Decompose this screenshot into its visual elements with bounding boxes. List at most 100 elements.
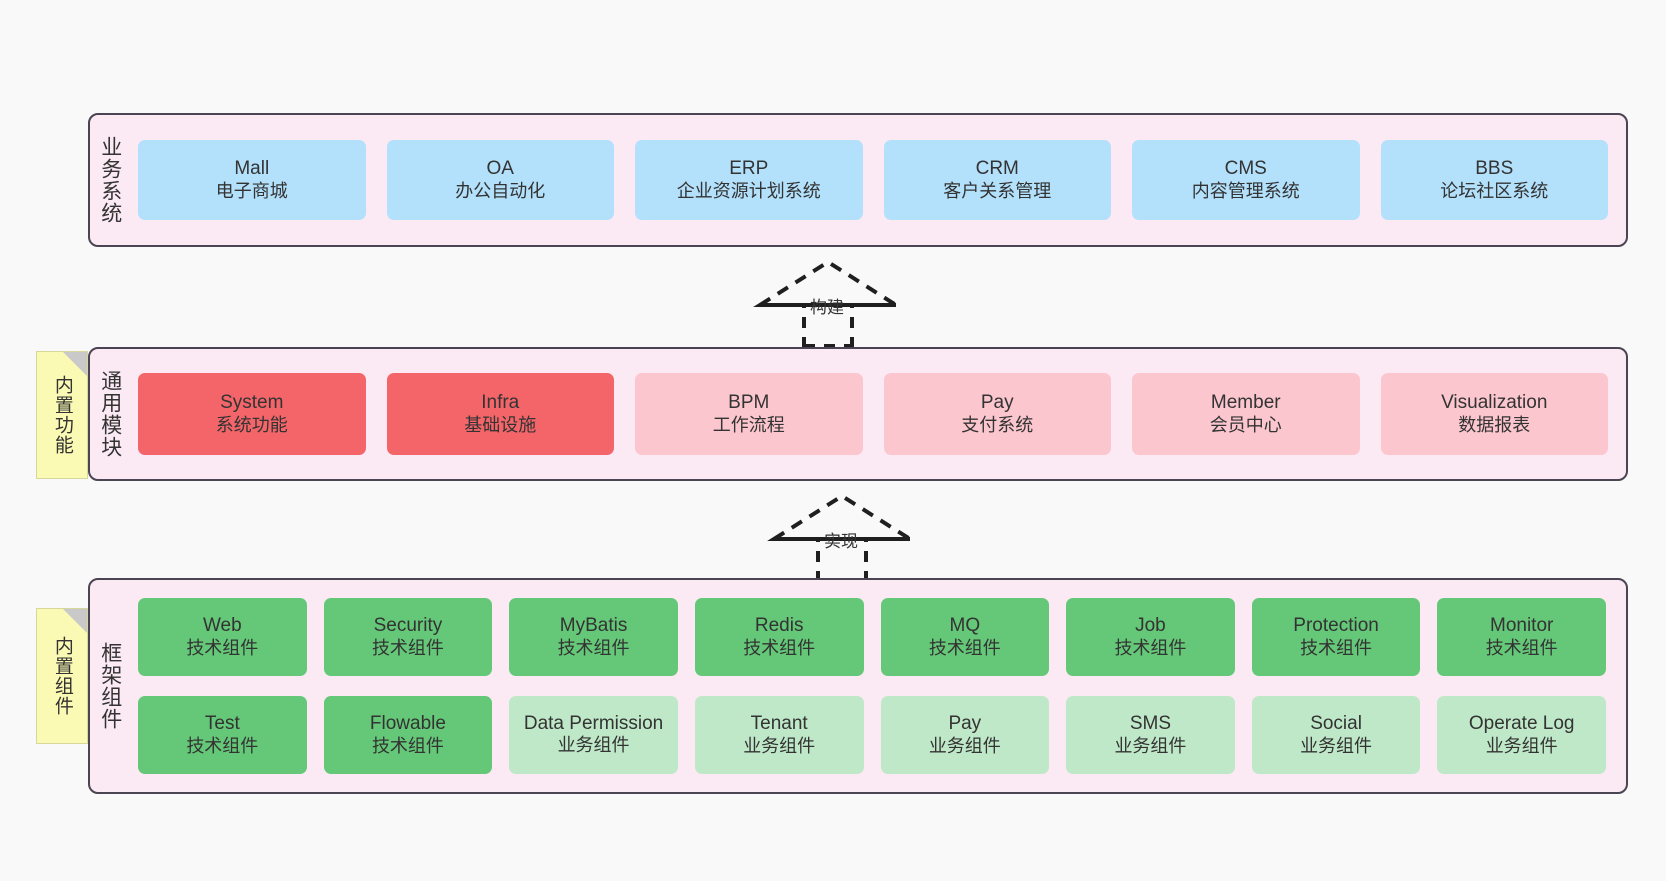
card-title: Visualization (1441, 392, 1548, 414)
card-job[interactable]: Job 技术组件 (1066, 598, 1235, 676)
card-title: BPM (728, 392, 770, 414)
note-fold-corner-icon (63, 352, 87, 376)
card-erp[interactable]: ERP 企业资源计划系统 (635, 140, 863, 220)
layer-title-framework-components: 框架组件 (98, 642, 122, 730)
card-title: CMS (1224, 158, 1267, 180)
note-label: 内置组件 (51, 636, 73, 716)
card-title: Test (204, 713, 240, 735)
card-security[interactable]: Security 技术组件 (323, 598, 493, 676)
card-title: BBS (1475, 158, 1514, 180)
connector-build-label: 构建 (810, 298, 844, 317)
card-oa[interactable]: OA 办公自动化 (386, 140, 614, 220)
card-subtitle: 支付系统 (961, 414, 1034, 435)
card-title: MQ (949, 615, 981, 637)
card-title: Pay (948, 713, 982, 735)
card-title: Flowable (369, 713, 446, 735)
card-crm[interactable]: CRM 客户关系管理 (883, 140, 1111, 220)
card-subtitle: 业务组件 (743, 735, 816, 756)
card-social[interactable]: Social 业务组件 (1251, 696, 1421, 774)
card-bpm[interactable]: BPM 工作流程 (635, 373, 863, 455)
card-subtitle: 技术组件 (371, 637, 444, 658)
card-web[interactable]: Web 技术组件 (138, 598, 307, 676)
card-title: Security (373, 615, 443, 637)
card-subtitle: 业务组件 (557, 734, 630, 755)
card-subtitle: 会员中心 (1209, 414, 1282, 435)
card-subtitle: 技术组件 (743, 637, 816, 658)
card-row: Mall 电子商城 OA 办公自动化 ERP 企业资源计划系统 CRM 客户关系… (138, 140, 1608, 220)
card-row: Test 技术组件 Flowable 技术组件 Data Permission … (138, 696, 1606, 774)
card-row: Web 技术组件 Security 技术组件 MyBatis 技术组件 Redi… (138, 598, 1606, 676)
layer-title-business-system: 业务系统 (98, 136, 122, 224)
card-title: Infra (481, 392, 520, 414)
card-pay-module[interactable]: Pay 支付系统 (883, 373, 1111, 455)
card-member[interactable]: Member 会员中心 (1132, 373, 1360, 455)
card-title: Data Permission (523, 713, 664, 735)
card-mybatis[interactable]: MyBatis 技术组件 (509, 598, 678, 676)
card-title: Member (1210, 392, 1281, 414)
card-subtitle: 基础设施 (464, 414, 537, 435)
connector-implement: 实现 (766, 492, 926, 582)
card-subtitle: 客户关系管理 (943, 180, 1052, 201)
card-title: System (220, 392, 284, 414)
card-subtitle: 工作流程 (712, 414, 785, 435)
card-subtitle: 技术组件 (1485, 637, 1558, 658)
card-title: Mall (234, 158, 270, 180)
card-subtitle: 内容管理系统 (1191, 180, 1300, 201)
card-subtitle: 论坛社区系统 (1440, 180, 1549, 201)
card-subtitle: 技术组件 (1300, 637, 1373, 658)
card-pay-component[interactable]: Pay 业务组件 (880, 696, 1050, 774)
card-test[interactable]: Test 技术组件 (138, 696, 307, 774)
card-subtitle: 技术组件 (186, 637, 259, 658)
card-subtitle: 技术组件 (1114, 637, 1187, 658)
card-subtitle: 业务组件 (1114, 735, 1187, 756)
layer-common-modules: 通用模块 System 系统功能 Infra 基础设施 BPM 工作流程 Pay… (88, 347, 1628, 481)
connector-build: 构建 (752, 258, 912, 348)
card-subtitle: 办公自动化 (455, 180, 546, 201)
card-title: CRM (975, 158, 1019, 180)
card-sms[interactable]: SMS 业务组件 (1066, 696, 1235, 774)
generalization-arrow-icon (753, 259, 903, 348)
card-bbs[interactable]: BBS 论坛社区系统 (1380, 140, 1608, 220)
card-mq[interactable]: MQ 技术组件 (880, 598, 1050, 676)
card-system[interactable]: System 系统功能 (138, 373, 366, 455)
card-subtitle: 技术组件 (928, 637, 1001, 658)
card-protection[interactable]: Protection 技术组件 (1251, 598, 1421, 676)
card-cms[interactable]: CMS 内容管理系统 (1132, 140, 1360, 220)
card-subtitle: 电子商城 (215, 180, 288, 201)
layer-framework-components: 框架组件 Web 技术组件 Security 技术组件 MyBatis 技术组件… (88, 578, 1628, 794)
layer-body-business-system: Mall 电子商城 OA 办公自动化 ERP 企业资源计划系统 CRM 客户关系… (130, 115, 1626, 245)
card-subtitle: 企业资源计划系统 (676, 180, 821, 201)
card-title: OA (486, 158, 514, 180)
card-subtitle: 数据报表 (1458, 414, 1531, 435)
card-tenant[interactable]: Tenant 业务组件 (694, 696, 864, 774)
layer-business-system: 业务系统 Mall 电子商城 OA 办公自动化 ERP 企业资源计划系统 CRM… (88, 113, 1628, 247)
card-title: ERP (729, 158, 769, 180)
card-monitor[interactable]: Monitor 技术组件 (1437, 598, 1606, 676)
layer-title-common-modules: 通用模块 (98, 370, 122, 458)
card-subtitle: 业务组件 (1485, 735, 1558, 756)
card-redis[interactable]: Redis 技术组件 (694, 598, 864, 676)
card-subtitle: 技术组件 (557, 637, 630, 658)
note-builtin-features: 内置功能 (36, 351, 88, 479)
layer-body-common-modules: System 系统功能 Infra 基础设施 BPM 工作流程 Pay 支付系统… (130, 349, 1626, 479)
card-title: Protection (1293, 615, 1379, 637)
card-title: SMS (1129, 713, 1172, 735)
card-title: Redis (754, 615, 804, 637)
card-visualization[interactable]: Visualization 数据报表 (1380, 373, 1608, 455)
note-fold-corner-icon (63, 609, 87, 633)
card-operate-log[interactable]: Operate Log 业务组件 (1437, 696, 1606, 774)
note-label: 内置功能 (51, 375, 73, 455)
card-title: Job (1135, 615, 1166, 637)
card-data-permission[interactable]: Data Permission 业务组件 (509, 696, 678, 774)
card-row: System 系统功能 Infra 基础设施 BPM 工作流程 Pay 支付系统… (138, 373, 1608, 455)
card-subtitle: 技术组件 (186, 735, 259, 756)
card-title: Tenant (750, 713, 808, 735)
layer-body-framework-components: Web 技术组件 Security 技术组件 MyBatis 技术组件 Redi… (130, 580, 1626, 792)
card-infra[interactable]: Infra 基础设施 (386, 373, 614, 455)
card-title: Operate Log (1468, 713, 1575, 735)
card-mall[interactable]: Mall 电子商城 (138, 140, 366, 220)
card-flowable[interactable]: Flowable 技术组件 (323, 696, 493, 774)
note-builtin-components: 内置组件 (36, 608, 88, 744)
card-subtitle: 业务组件 (928, 735, 1001, 756)
